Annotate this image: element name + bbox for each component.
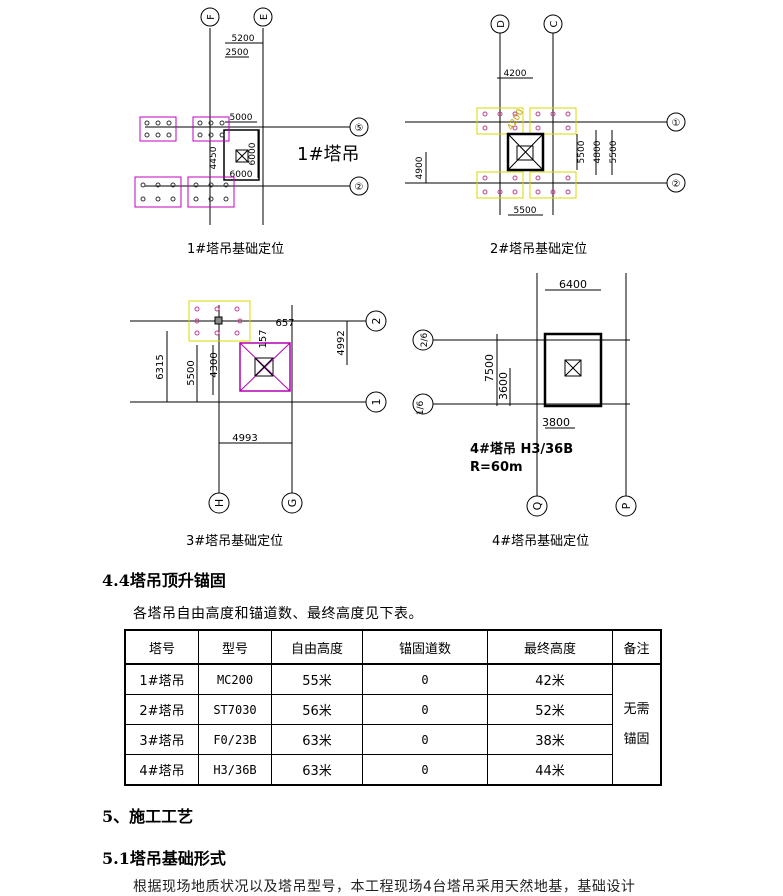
axis-label: 2 xyxy=(370,318,383,325)
table-header: 锚固道数 xyxy=(362,629,488,665)
table-header: 备注 xyxy=(612,629,662,665)
table-header: 塔号 xyxy=(124,629,199,665)
table-cell: MC200 xyxy=(198,663,272,695)
table-row: 4#塔吊 H3/36B 63米 0 44米 xyxy=(124,754,661,786)
table-header: 自由高度 xyxy=(271,629,363,665)
table-header: 最终高度 xyxy=(487,629,613,665)
dim-text: 4300 xyxy=(209,352,220,377)
axis-label: E xyxy=(259,14,270,20)
drawing-2: D C ① ② 4200 4200 4900 5500 4800 5500 55… xyxy=(405,14,686,216)
drawing-4: Q P 2/6 1/6 6400 7500 3600 3800 4#塔吊 H3/… xyxy=(412,273,637,517)
drawing-4-caption: 4#塔吊基础定位 xyxy=(492,534,590,549)
table-cell: 4#塔吊 xyxy=(124,754,199,786)
dim-text: 3600 xyxy=(497,372,510,400)
axis-label: ① xyxy=(672,118,681,129)
dim-text: 6400 xyxy=(559,278,587,291)
table-cell: 55米 xyxy=(271,663,363,695)
dim-text: 7500 xyxy=(483,354,496,382)
dim-text: 5500 xyxy=(609,140,619,163)
table-cell: 63米 xyxy=(271,724,363,755)
dim-text: 6000 xyxy=(230,170,253,180)
axis-label: 1 xyxy=(370,399,383,406)
drawing-3-caption: 3#塔吊基础定位 xyxy=(186,534,284,549)
axis-label: 1/6 xyxy=(416,400,426,415)
section-heading-4-4: 4.4塔吊顶升锚固 xyxy=(102,571,226,590)
axis-label: ⑤ xyxy=(355,123,364,134)
table-row: 1#塔吊 MC200 55米 0 42米 无需 锚固 xyxy=(124,663,662,786)
axis-label: H xyxy=(213,499,226,507)
axis-label: 2/6 xyxy=(420,332,430,347)
section-4-4-intro: 各塔吊自由高度和锚道数、最终高度见下表。 xyxy=(133,606,423,622)
dim-text: 5500 xyxy=(514,206,537,216)
dim-text: 2500 xyxy=(226,48,249,58)
dim-text: 4993 xyxy=(232,433,257,444)
dim-text: 6315 xyxy=(155,354,166,379)
dim-text: 157 xyxy=(258,329,269,348)
table-cell: 63米 xyxy=(271,754,363,786)
dim-text: 5500 xyxy=(186,360,197,385)
table-cell: 0 xyxy=(362,724,488,755)
table-row: 2#塔吊 ST7030 56米 0 52米 xyxy=(124,694,661,725)
dim-text: 5500 xyxy=(577,140,587,163)
axis-label: C xyxy=(549,20,560,27)
remark-line: 锚固 xyxy=(623,731,650,747)
dim-text: 5000 xyxy=(230,113,253,123)
tower-crane-table: 塔号 型号 自由高度 锚固道数 最终高度 备注 1#塔吊 MC200 55米 0… xyxy=(124,629,662,786)
section-heading-5: 5、施工工艺 xyxy=(102,807,194,826)
section-5-1-partial-text: 根据现场地质状况以及塔吊型号，本工程现场4台塔吊采用天然地基，基础设计 xyxy=(133,879,636,895)
table-cell: 1#塔吊 xyxy=(124,663,199,695)
drawing-3: H G 2 1 657 157 4992 6315 5500 4300 4993 xyxy=(130,300,387,514)
table-remark-cell: 无需 锚固 xyxy=(612,663,662,786)
axis-label: Q xyxy=(531,501,544,510)
dim-text: 4800 xyxy=(593,140,603,163)
table-cell: 56米 xyxy=(271,694,363,725)
table-row: 3#塔吊 F0/23B 63米 0 38米 xyxy=(124,724,661,755)
section-heading-5-1: 5.1塔吊基础形式 xyxy=(102,849,226,868)
dim-text: 4992 xyxy=(336,330,347,355)
dim-text: 4450 xyxy=(209,146,219,169)
dim-text: 5200 xyxy=(232,34,255,44)
table-cell: F0/23B xyxy=(198,724,272,755)
table-cell: 42米 xyxy=(487,663,613,695)
table-header-row: 塔号 型号 自由高度 锚固道数 最终高度 备注 xyxy=(124,629,662,665)
table-cell: H3/36B xyxy=(198,754,272,786)
table-cell: 38米 xyxy=(487,724,613,755)
axis-label: F xyxy=(206,14,217,20)
table-cell: 0 xyxy=(362,754,488,786)
dim-text: 6000 xyxy=(248,142,258,165)
drawing-2-caption: 2#塔吊基础定位 xyxy=(490,242,588,257)
radius-label: R=60m xyxy=(470,460,523,475)
axis-label: D xyxy=(496,20,507,28)
table-cell: 2#塔吊 xyxy=(124,694,199,725)
table-cell: 44米 xyxy=(487,754,613,786)
axis-label: P xyxy=(620,502,633,509)
dim-text: 657 xyxy=(275,318,294,329)
drawing-1-caption: 1#塔吊基础定位 xyxy=(187,242,285,257)
tower-label: 4#塔吊 H3/36B xyxy=(470,441,573,457)
dim-text: 4900 xyxy=(415,156,425,179)
tower-label: 1#塔吊 xyxy=(297,144,360,165)
table-cell: 0 xyxy=(362,694,488,725)
table-cell: 3#塔吊 xyxy=(124,724,199,755)
remark-line: 无需 xyxy=(623,701,650,717)
table-cell: 0 xyxy=(362,663,488,695)
axis-label: ② xyxy=(672,179,681,190)
dim-text: 3800 xyxy=(542,416,570,429)
axis-label: ② xyxy=(355,182,364,193)
axis-label: G xyxy=(286,499,299,508)
dim-text: 4200 xyxy=(504,69,527,79)
table-cell: 52米 xyxy=(487,694,613,725)
drawing-1: F E ⑤ ② 5200 2500 5000 4450 6000 6000 1#… xyxy=(134,7,369,225)
table-cell: ST7030 xyxy=(198,694,272,725)
table-header: 型号 xyxy=(198,629,272,665)
